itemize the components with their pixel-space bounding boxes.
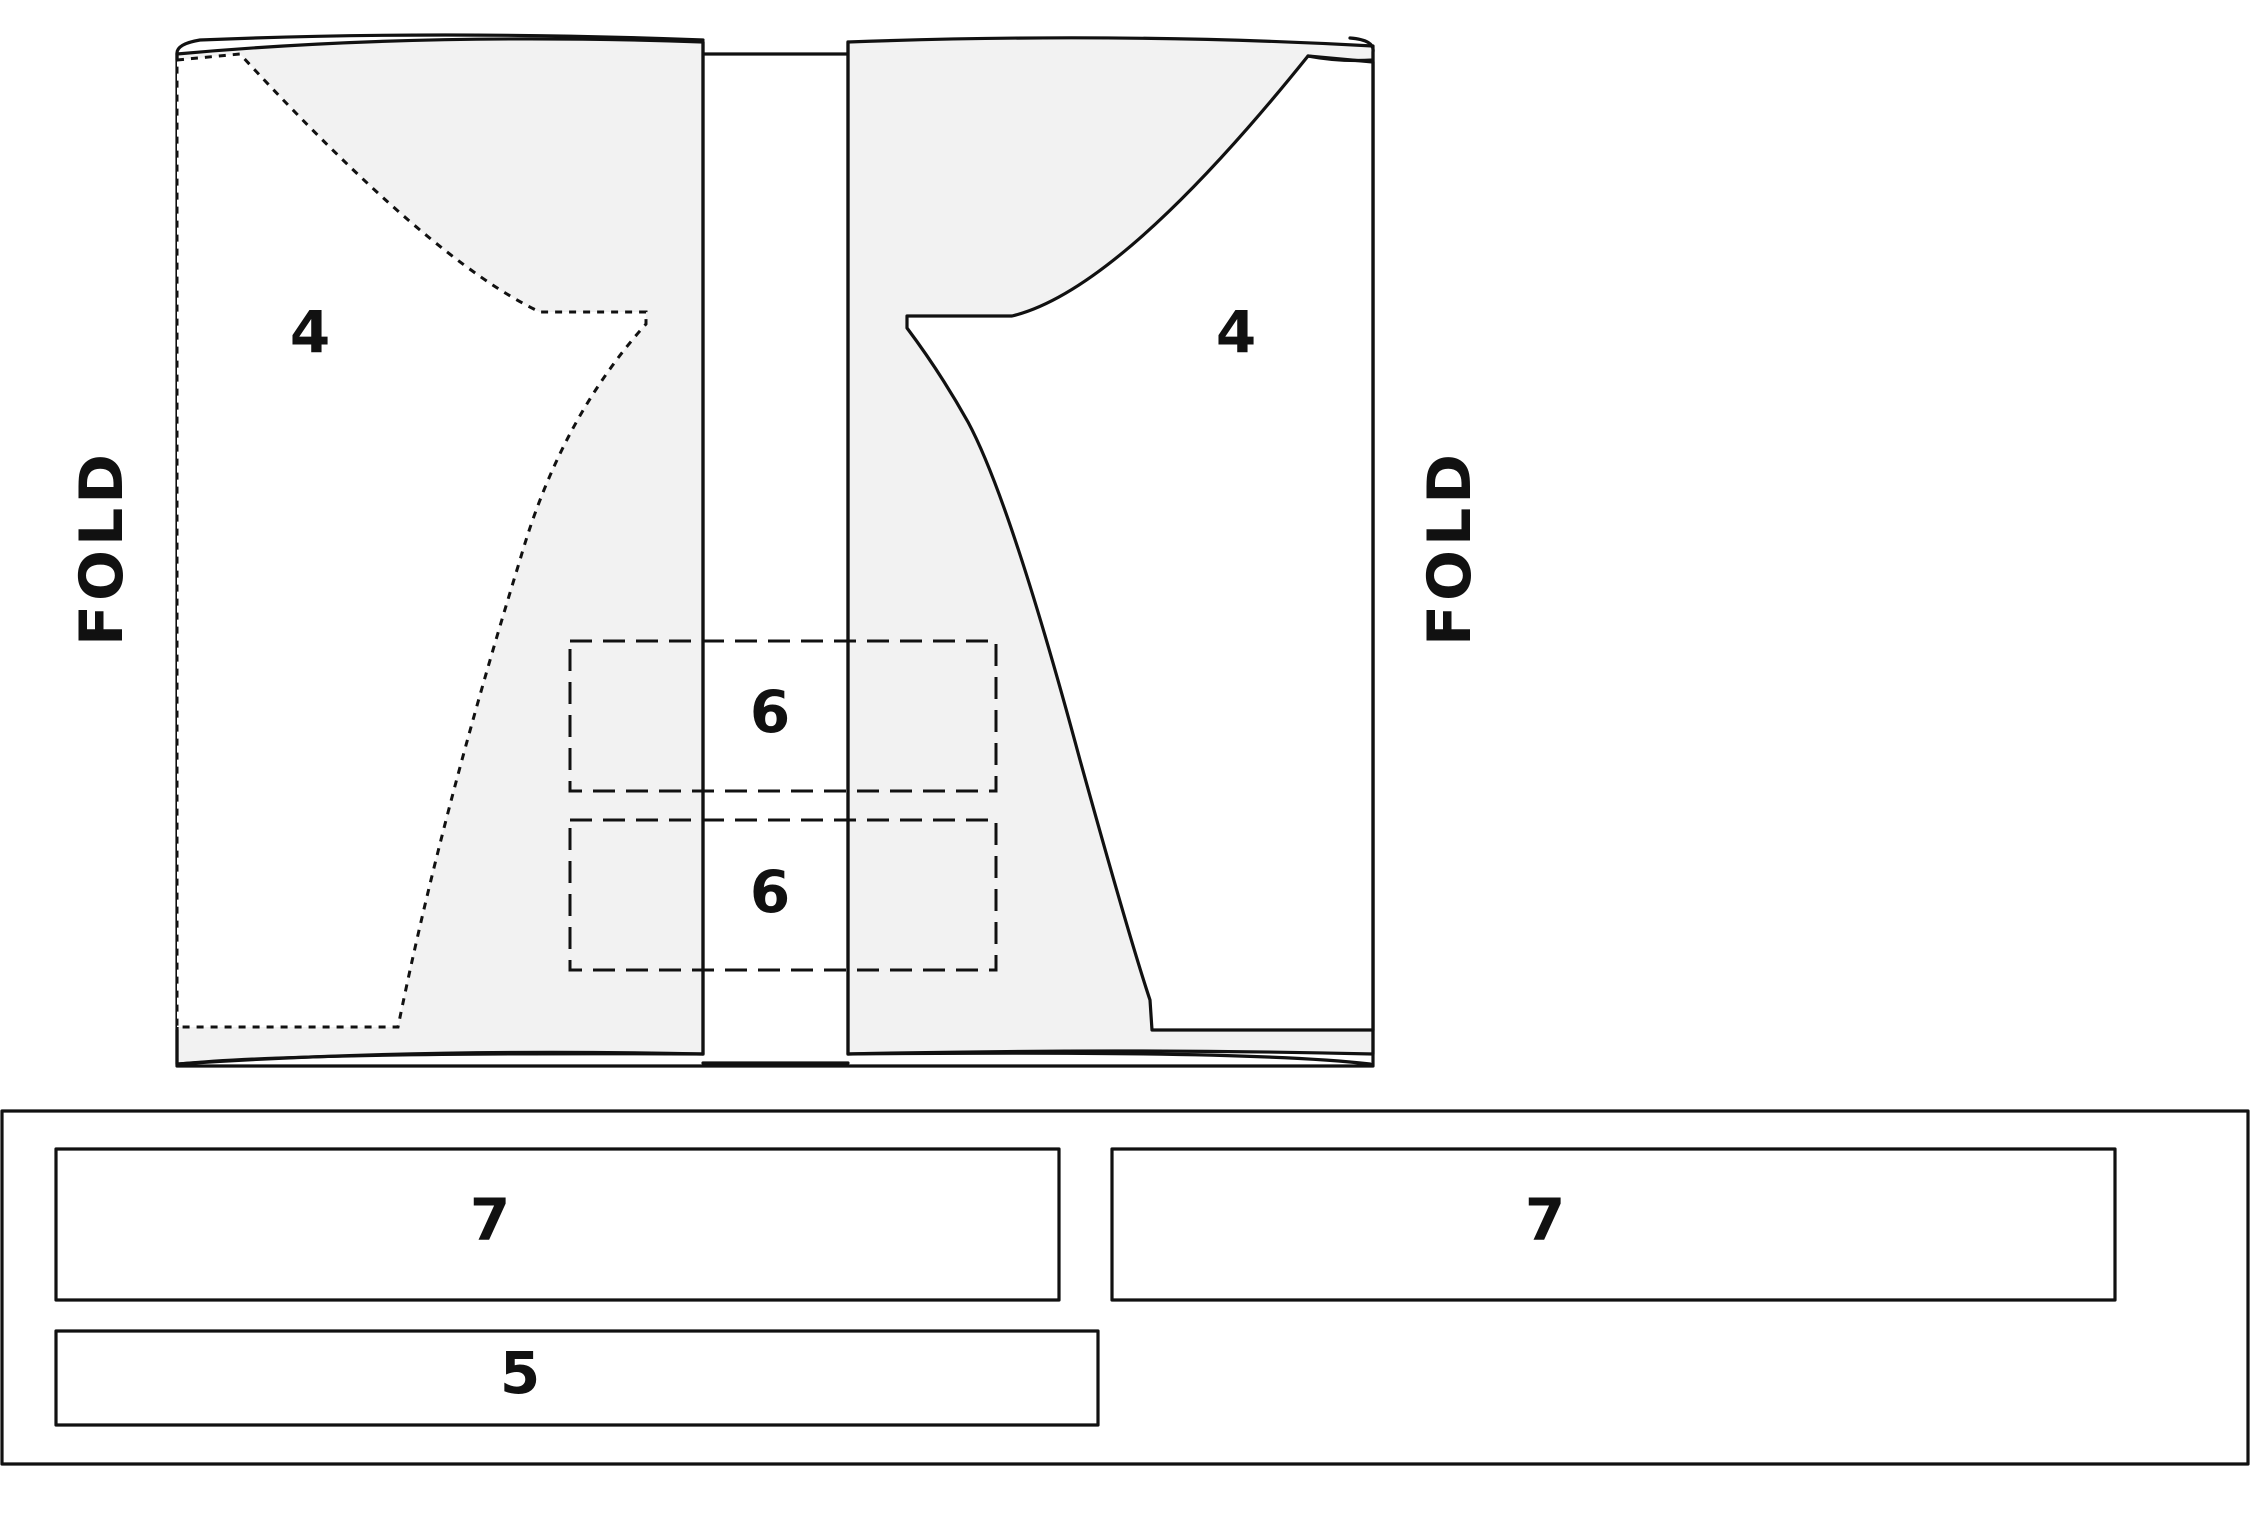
pocket-piece-top (568, 639, 998, 793)
strip-piece (54, 1329, 1100, 1427)
lower-fabric-outline (0, 1109, 2250, 1466)
pocket-piece-bottom (568, 818, 998, 972)
band-piece-right (1110, 1147, 2117, 1302)
right-body-label: 4 (1216, 298, 1256, 366)
band-left-label: 7 (470, 1186, 510, 1254)
fabric-top-right-roll (701, 36, 1375, 1056)
left-fabric-top-roll (175, 33, 705, 56)
band-right-label: 7 (1525, 1186, 1565, 1254)
upper-fabric-layout: 4 4 6 6 FOLD FOLD (67, 33, 1485, 1068)
right-fold-label: FOLD (1415, 450, 1485, 646)
strip-label: 5 (500, 1339, 540, 1407)
left-body-label: 4 (290, 298, 330, 366)
lower-fabric-layout: 7 7 5 (0, 1109, 2250, 1466)
band-piece-left (54, 1147, 1061, 1302)
left-body-piece (177, 54, 646, 1027)
center-strip (701, 52, 850, 1065)
left-fold-label: FOLD (67, 450, 137, 646)
right-body-piece (905, 54, 1375, 1032)
pocket-bottom-label: 6 (750, 858, 790, 926)
left-body-outline (175, 52, 648, 1029)
pocket-top-label: 6 (750, 678, 790, 746)
fabric-bottom-roll (175, 1028, 1375, 1068)
